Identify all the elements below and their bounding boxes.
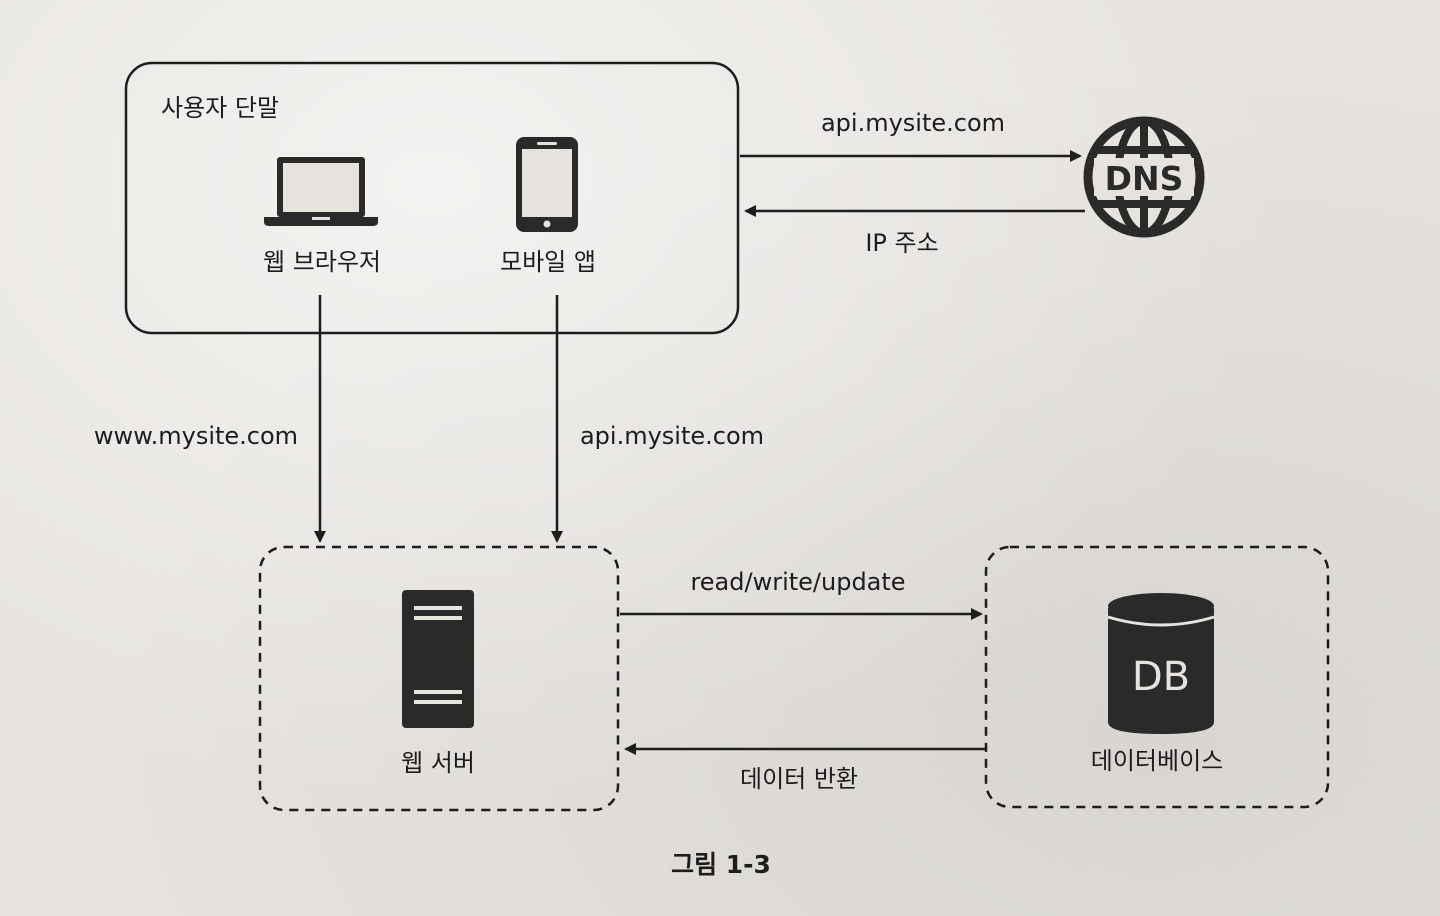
database-icon: DB — [1107, 593, 1215, 734]
dns-globe-icon: DNS — [1083, 116, 1205, 238]
laptop-icon — [264, 157, 378, 226]
db-icon-text: DB — [1132, 654, 1190, 700]
dns-request-label: api.mysite.com — [820, 109, 1006, 137]
web-server-label: 웹 서버 — [401, 749, 475, 777]
database-box — [984, 545, 1330, 809]
db-response-label: 데이터 반환 — [739, 765, 859, 793]
user-device-title: 사용자 단말 — [161, 94, 280, 122]
mobile-phone-icon — [516, 137, 578, 232]
db-request-label: read/write/update — [690, 568, 906, 596]
mobile-app-label: 모바일 앱 — [500, 248, 596, 276]
app-request-label: api.mysite.com — [579, 422, 765, 450]
server-icon — [402, 590, 474, 728]
dns-response-label: IP 주소 — [865, 229, 939, 257]
figure-caption: 그림 1-3 — [671, 850, 771, 879]
browser-request-label: www.mysite.com — [93, 422, 299, 450]
dns-icon-text: DNS — [1105, 159, 1184, 198]
web-server-box — [258, 545, 620, 812]
user-device-box — [124, 61, 740, 335]
database-label: 데이터베이스 — [1090, 747, 1224, 775]
web-browser-label: 웹 브라우저 — [262, 248, 382, 276]
